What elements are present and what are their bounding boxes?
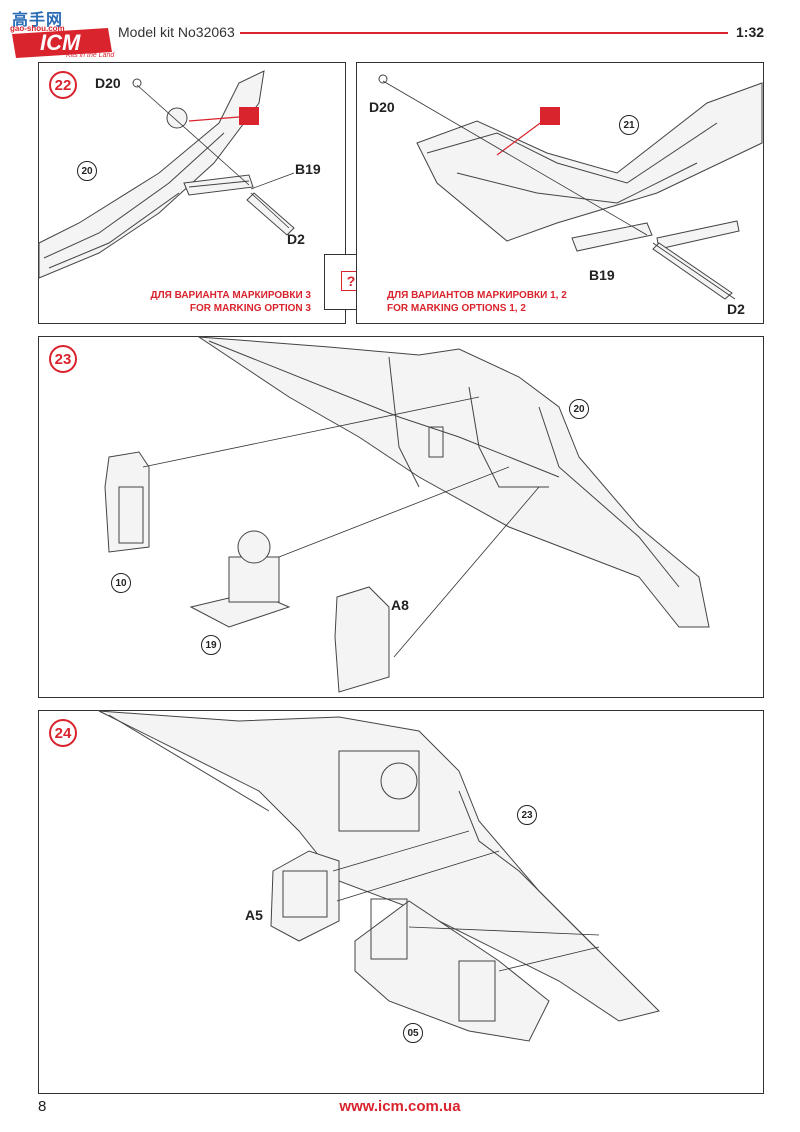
ref-circle-20: 20 — [77, 161, 97, 181]
part-label-d2: D2 — [727, 301, 745, 317]
ref-circle-21: 21 — [619, 115, 639, 135]
icm-logo-graphic — [12, 28, 112, 58]
step-number-23: 23 — [49, 345, 77, 373]
step-number-24: 24 — [49, 719, 77, 747]
part-label-a5: A5 — [245, 907, 263, 923]
icm-logo: 高手网 gao-shou.com ICM Kits in the Land — [8, 8, 114, 59]
step-24-panel: 24 A5 23 05 — [38, 710, 764, 1094]
note-ru: ДЛЯ ВАРИАНТОВ МАРКИРОВКИ 1, 2 — [387, 290, 567, 301]
step-number-22: 22 — [49, 71, 77, 99]
step-22-left-drawing — [38, 70, 295, 279]
header-rule — [240, 32, 728, 34]
part-label-b19: B19 — [589, 267, 615, 283]
ref-circle-10: 10 — [111, 573, 131, 593]
ref-circle-05: 05 — [403, 1023, 423, 1043]
kit-number: Model kit No32063 — [118, 24, 235, 40]
footer-url[interactable]: www.icm.com.ua — [339, 1098, 461, 1115]
page-number: 8 — [38, 1098, 47, 1115]
logo-text: ICM — [40, 30, 81, 55]
part-label-d2: D2 — [287, 231, 305, 247]
note-ru: ДЛЯ ВАРИАНТА МАРКИРОВКИ 3 — [150, 290, 311, 301]
step-22-option-1-2-panel: D20 B19 D2 21 ДЛЯ ВАРИАНТОВ МАРКИРОВКИ 1… — [356, 62, 764, 324]
step-23-panel: 23 A8 20 10 19 — [38, 336, 764, 698]
marking-note-option-1-2: ДЛЯ ВАРИАНТОВ МАРКИРОВКИ 1, 2 FOR MARKIN… — [387, 289, 567, 315]
step-23-drawing — [104, 336, 710, 693]
marking-note-option-3: ДЛЯ ВАРИАНТА МАРКИРОВКИ 3 FOR MARKING OP… — [150, 289, 311, 315]
step-22-option-3-panel: 22 D20 B19 D2 20 ДЛЯ ВАРИАНТА МАРКИРОВКИ… — [38, 62, 346, 324]
part-label-d20: D20 — [369, 99, 395, 115]
ref-circle-19: 19 — [201, 635, 221, 655]
ref-circle-20: 20 — [569, 399, 589, 419]
ref-circle-23: 23 — [517, 805, 537, 825]
part-label-d20: D20 — [95, 75, 121, 91]
scale-label: 1:32 — [736, 24, 765, 40]
step-24-drawing — [98, 710, 660, 1042]
logo-tagline: Kits in the Land — [66, 52, 115, 59]
part-label-a8: A8 — [391, 597, 409, 613]
note-en: FOR MARKING OPTIONS 1, 2 — [387, 303, 526, 314]
note-en: FOR MARKING OPTION 3 — [189, 303, 311, 314]
part-label-b19: B19 — [295, 161, 321, 177]
watermark-top: 高手网 — [12, 12, 64, 29]
watermark-url: gao-shou.com — [10, 24, 65, 33]
step-22-right-drawing — [378, 74, 763, 300]
